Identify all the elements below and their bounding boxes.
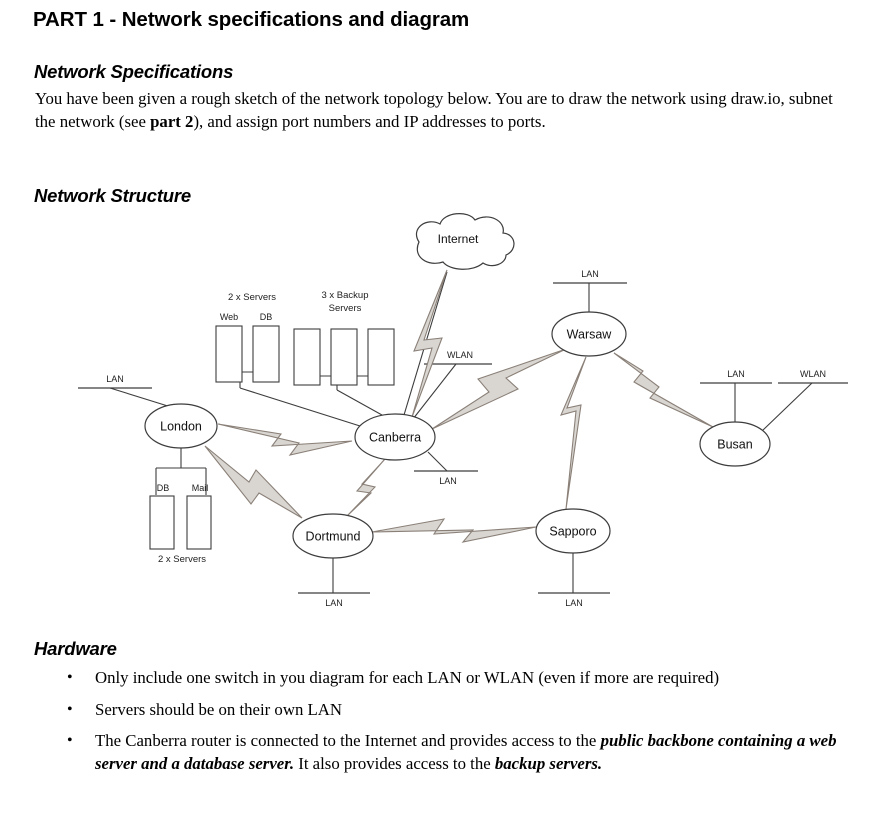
- router-node-dortmund[interactable]: Dortmund: [292, 513, 374, 559]
- server-box-london-mail: [186, 495, 212, 550]
- link-busan-wlan: [761, 382, 813, 432]
- bullet3-lead: The Canberra router is connected to the …: [95, 731, 601, 750]
- section-heading-network-specifications: Network Specifications: [34, 61, 234, 82]
- wan-link-london-dortmund: [204, 445, 303, 519]
- lan-label-canberra: LAN: [439, 476, 457, 486]
- link-canberra-lan: [427, 451, 448, 472]
- wan-link-canberra-dortmund: [345, 458, 386, 518]
- router-label-warsaw: Warsaw: [567, 327, 613, 341]
- server-box-db: [252, 325, 280, 383]
- public-backbone-title: 2 x Servers: [228, 292, 276, 303]
- server-box-backup-2: [330, 328, 358, 386]
- lan-segment-warsaw: LAN: [553, 269, 627, 284]
- server-label-london-mail: Mail: [192, 483, 209, 493]
- router-node-busan[interactable]: Busan: [699, 421, 771, 467]
- lan-label-sapporo: LAN: [565, 598, 583, 608]
- lan-label-warsaw: LAN: [581, 269, 599, 279]
- lan-segment-busan: LAN: [700, 369, 772, 384]
- wan-link-warsaw-sapporo: [560, 356, 587, 510]
- link-backbone-to-canberra: [239, 387, 361, 427]
- link-london-lan: [109, 387, 172, 408]
- lan-label-london: LAN: [106, 374, 124, 384]
- wan-link-warsaw-busan: [613, 352, 714, 428]
- server-group-london: DB Mail 2 x Servers: [149, 483, 212, 565]
- wlan-segment-canberra: WLAN: [424, 350, 492, 365]
- backup-servers-title-line1: 3 x Backup: [322, 290, 369, 301]
- internet-cloud-label: Internet: [438, 232, 479, 246]
- link-backup-to-canberra: [336, 389, 383, 416]
- hardware-bullet-list: • Only include one switch in you diagram…: [35, 667, 865, 784]
- server-group-backup: 3 x Backup Servers: [293, 290, 395, 386]
- lan-segment-sapporo: LAN: [538, 592, 610, 608]
- router-node-warsaw[interactable]: Warsaw: [551, 311, 627, 357]
- internet-cloud: Internet: [416, 213, 515, 270]
- spec-text-part3: ), and assign port numbers and IP addres…: [193, 111, 546, 131]
- server-box-london-db: [149, 495, 175, 550]
- server-box-web: [215, 325, 243, 383]
- bullet-text-1: Only include one switch in you diagram f…: [95, 668, 720, 687]
- spec-text-part1: You have been given a rough sketch of th…: [35, 89, 833, 131]
- router-node-london[interactable]: London: [144, 403, 218, 449]
- section-heading-hardware: Hardware: [34, 638, 117, 659]
- bullet-text-3: The Canberra router is connected to the …: [95, 730, 865, 775]
- lan-segment-dortmund: LAN: [298, 592, 370, 608]
- server-label-web: Web: [220, 312, 238, 322]
- router-label-dortmund: Dortmund: [306, 529, 361, 543]
- server-box-backup-3: [367, 328, 395, 386]
- spec-text-bold-part2: part 2: [150, 111, 194, 131]
- section-heading-network-structure: Network Structure: [34, 185, 191, 206]
- wan-link-dortmund-sapporo: [371, 518, 537, 543]
- wlan-label-canberra: WLAN: [447, 350, 473, 360]
- server-group-public-backbone: 2 x Servers Web DB: [215, 292, 280, 383]
- router-label-busan: Busan: [717, 437, 752, 451]
- lan-label-dortmund: LAN: [325, 598, 343, 608]
- bullet-marker: •: [67, 732, 73, 749]
- bullet-marker: •: [67, 700, 73, 718]
- wlan-label-busan: WLAN: [800, 369, 826, 379]
- bullet3-bold-1: public backbone containing a web server …: [95, 731, 837, 773]
- router-label-canberra: Canberra: [369, 430, 421, 444]
- lan-label-busan: LAN: [727, 369, 745, 379]
- network-topology-diagram: .ln { stroke:#3d3d3d; stroke-width:1.1; …: [0, 212, 883, 632]
- wlan-segment-busan: WLAN: [778, 369, 848, 384]
- link-canberra-wlan: [412, 363, 457, 420]
- list-item: • The Canberra router is connected to th…: [35, 730, 865, 775]
- wan-link-canberra-internet: [411, 269, 448, 418]
- london-servers-footer: 2 x Servers: [158, 554, 206, 565]
- server-label-db: DB: [260, 312, 273, 322]
- router-node-canberra[interactable]: Canberra: [354, 413, 436, 461]
- wan-link-canberra-warsaw: [431, 348, 567, 430]
- bullet-text-2: Servers should be on their own LAN: [95, 699, 343, 719]
- list-item: • Servers should be on their own LAN: [35, 699, 865, 722]
- server-label-london-db: DB: [157, 483, 170, 493]
- server-box-backup-1: [293, 328, 321, 386]
- router-label-sapporo: Sapporo: [549, 524, 596, 538]
- network-specifications-paragraph: You have been given a rough sketch of th…: [35, 88, 850, 133]
- bullet3-bold-2: backup servers.: [494, 753, 603, 773]
- list-item: • Only include one switch in you diagram…: [35, 667, 865, 690]
- bullet3-mid: It also provides access to the: [294, 753, 495, 773]
- router-label-london: London: [160, 419, 202, 433]
- bullet-marker: •: [67, 669, 73, 686]
- lan-segment-london: LAN: [78, 374, 152, 389]
- backup-servers-title-line2: Servers: [329, 303, 362, 314]
- router-node-sapporo[interactable]: Sapporo: [535, 508, 611, 554]
- wan-link-london-canberra: [217, 423, 353, 456]
- page-title: PART 1 - Network specifications and diag…: [33, 8, 470, 31]
- lan-segment-canberra: LAN: [414, 470, 478, 486]
